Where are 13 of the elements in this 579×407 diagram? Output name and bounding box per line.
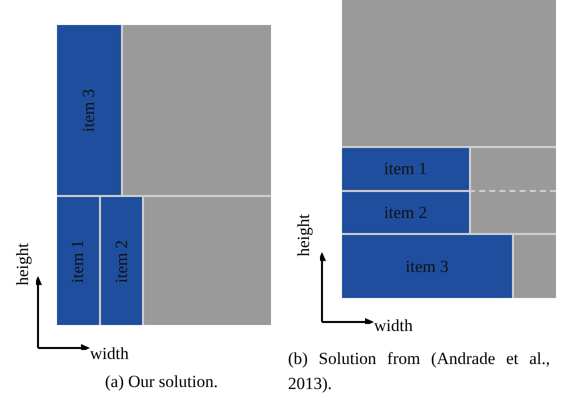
axis-label: width xyxy=(374,316,413,336)
item-rectangle: item 3 xyxy=(57,25,121,195)
caption: (a) Our solution. xyxy=(105,372,218,392)
item-rectangle: item 2 xyxy=(101,197,142,325)
item-rectangle: item 1 xyxy=(342,148,469,190)
item-rectangle: item 1 xyxy=(57,197,99,325)
bin-area xyxy=(342,0,556,298)
axis-label: height xyxy=(13,243,33,286)
axis-label: height xyxy=(294,214,314,256)
axis-label: width xyxy=(90,344,129,364)
caption: (b) Solution from (Andrade et al., 2013). xyxy=(288,348,550,395)
item-rectangle: item 3 xyxy=(342,235,512,298)
item-rectangle: item 2 xyxy=(342,192,469,233)
